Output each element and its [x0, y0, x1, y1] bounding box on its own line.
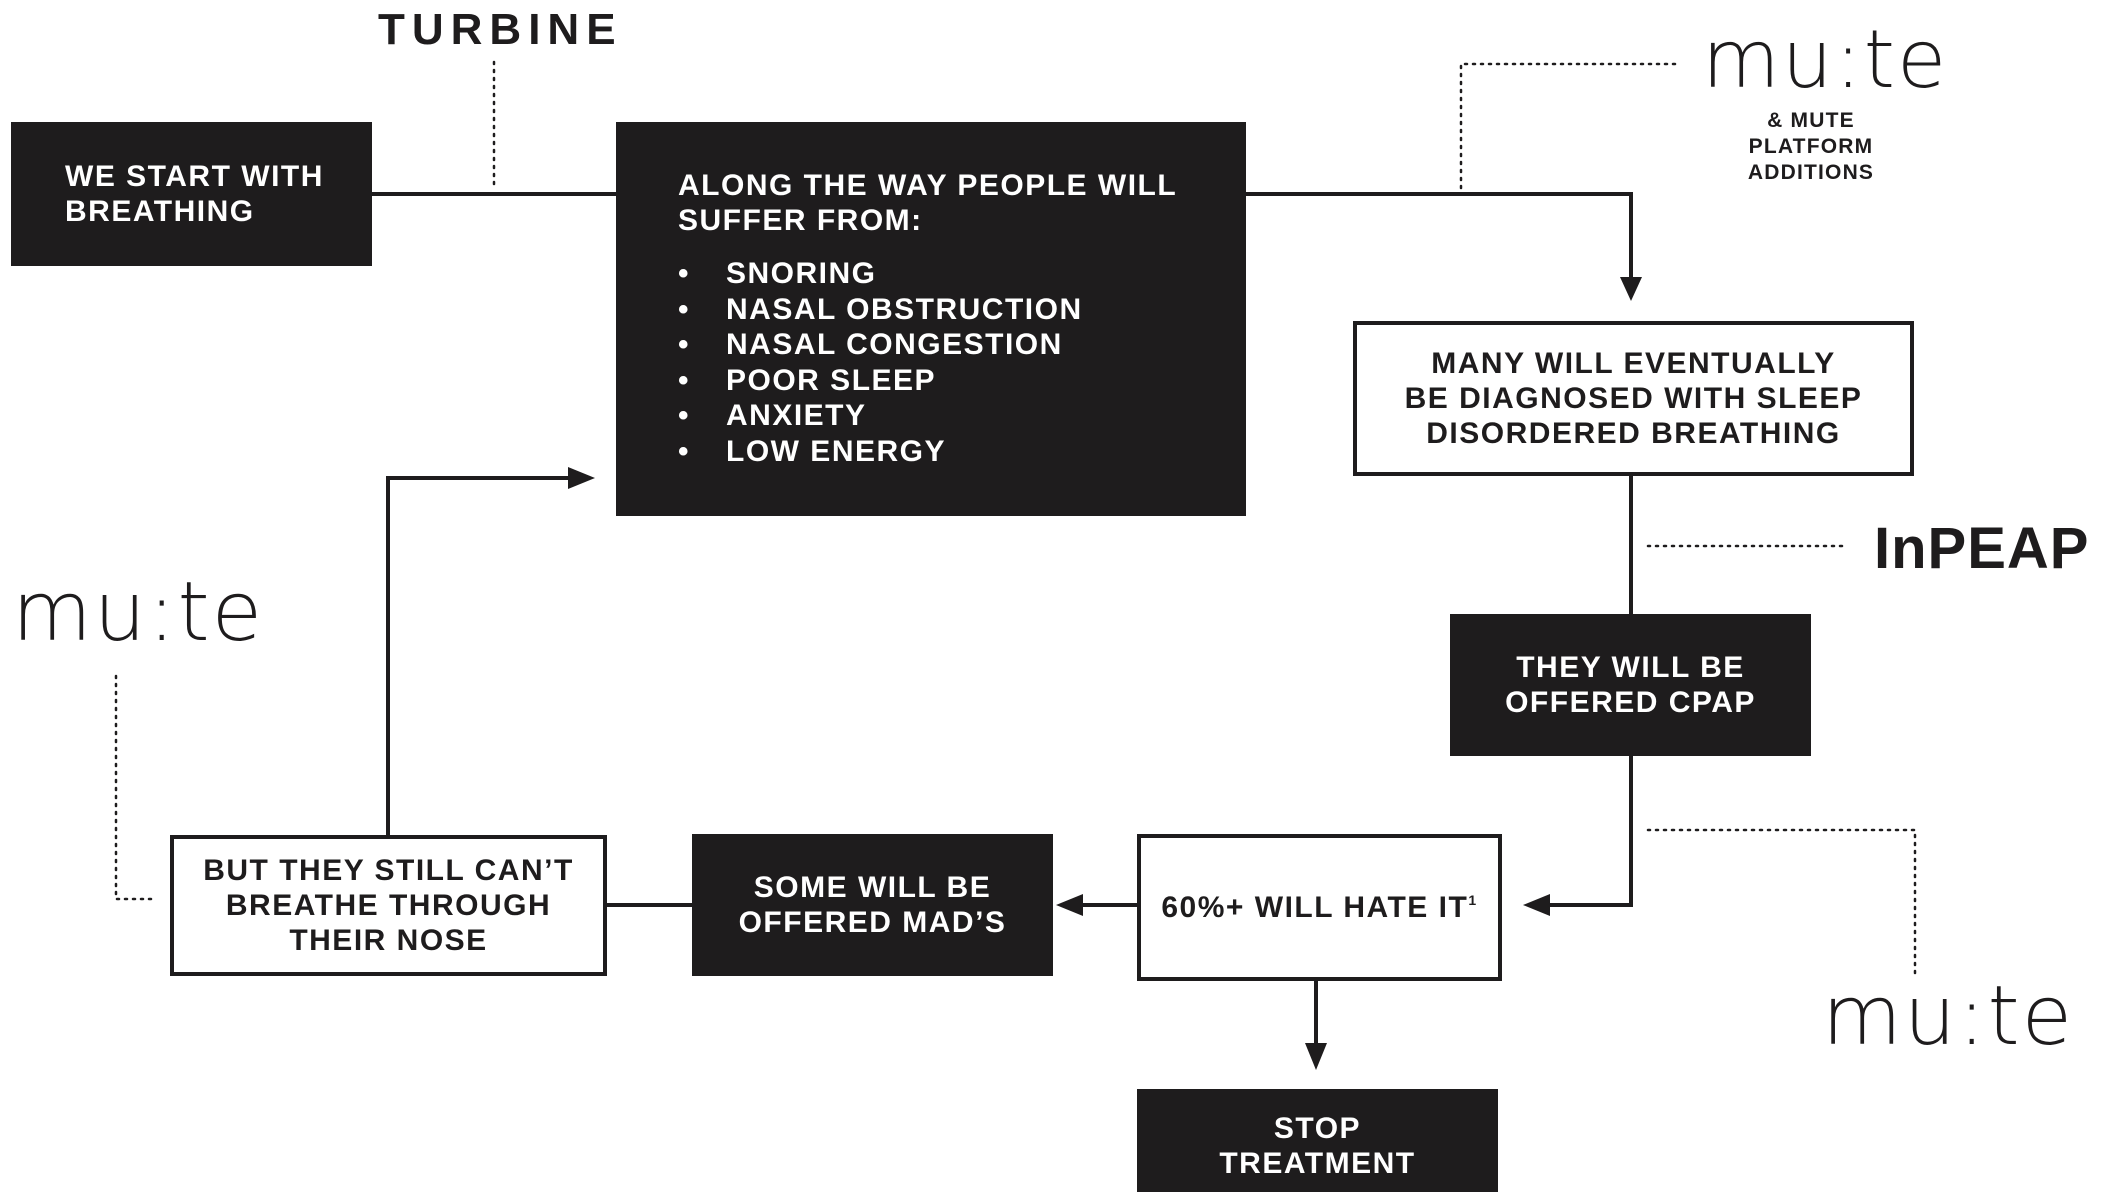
box-text-line: THEIR NOSE: [289, 924, 488, 957]
box-suffer-from: ALONG THE WAY PEOPLE WILL SUFFER FROM: S…: [616, 122, 1246, 516]
mute-platform-note-line: ADDITIONS: [1747, 161, 1875, 184]
box-text-line: DISORDERED BREATHING: [1426, 417, 1841, 450]
mute-platform-logo: mu:te & MUTE PLATFORM ADDITIONS: [1702, 13, 1949, 186]
box-text-line: THEY WILL BE: [1516, 651, 1745, 684]
mute-platform-note-line: & MUTE PLATFORM: [1748, 109, 1874, 158]
box-text-line: STOP: [1273, 1112, 1362, 1145]
mute-logo-right: mu:te: [1822, 976, 2074, 1058]
box-text-line: BE DIAGNOSED WITH SLEEP: [1404, 382, 1863, 415]
symptom-item: LOW ENERGY: [678, 434, 1246, 470]
arrowhead-down: [1620, 277, 1642, 301]
dotted-leader-mute-platform: [1459, 62, 1678, 190]
mute-wordmark: mu:te: [12, 565, 265, 660]
hate-text: 60%+ WILL HATE IT: [1161, 891, 1469, 924]
arrowhead-left: [1523, 894, 1550, 916]
footnote-marker: 1: [1468, 892, 1478, 908]
mute-wordmark: mu:te: [1702, 13, 1949, 106]
box-text-line: 60%+ WILL HATE IT1: [1161, 890, 1477, 925]
connector-suffer-to-diagnosed: [1246, 192, 1633, 290]
box-text-line: BREATHE THROUGH: [225, 889, 552, 922]
mute-logo-left: mu:te: [12, 572, 264, 654]
box-text-line: OFFERED CPAP: [1505, 686, 1756, 719]
box-text-line: BUT THEY STILL CAN’T: [203, 854, 574, 887]
box-text-line: OFFERED MAD’S: [738, 906, 1007, 939]
arrowhead-right: [568, 467, 595, 489]
mute-wordmark: mu:te: [1822, 969, 2075, 1064]
box-offered-cpap: THEY WILL BE OFFERED CPAP: [1450, 614, 1811, 756]
connector-nose-to-suffer: [386, 476, 570, 835]
box-text-line: BREATHING: [65, 195, 255, 228]
box-still-cant-breathe: BUT THEY STILL CAN’T BREATHE THROUGH THE…: [170, 835, 607, 976]
box-heading-line: SUFFER FROM:: [678, 204, 923, 237]
symptom-item: ANXIETY: [678, 398, 1246, 434]
inpeap-label: InPEAP: [1874, 516, 2090, 581]
box-diagnosed-sdb: MANY WILL EVENTUALLY BE DIAGNOSED WITH S…: [1353, 321, 1914, 476]
arrowhead-down: [1305, 1043, 1327, 1070]
box-text-line: WE START WITH: [65, 160, 324, 193]
symptom-item: NASAL CONGESTION: [678, 327, 1246, 363]
connector-cpap-to-hate: [1535, 756, 1633, 907]
box-text-line: SOME WILL BE: [753, 871, 992, 904]
arrowhead-left: [1056, 894, 1083, 916]
symptom-item: NASAL OBSTRUCTION: [678, 292, 1246, 328]
box-stop-treatment: STOP TREATMENT: [1137, 1089, 1498, 1192]
box-hate-it: 60%+ WILL HATE IT1: [1137, 834, 1502, 981]
dotted-leader-mute-right: [1646, 828, 1917, 978]
symptom-item: POOR SLEEP: [678, 363, 1246, 399]
box-heading-line: ALONG THE WAY PEOPLE WILL: [678, 169, 1178, 202]
dotted-leader-mute-left: [114, 674, 154, 901]
symptom-list: SNORING NASAL OBSTRUCTION NASAL CONGESTI…: [678, 256, 1246, 469]
box-start-breathing: WE START WITH BREATHING: [11, 122, 372, 266]
box-offered-mads: SOME WILL BE OFFERED MAD’S: [692, 834, 1053, 976]
box-text-line: MANY WILL EVENTUALLY: [1431, 347, 1836, 380]
symptom-item: SNORING: [678, 256, 1246, 292]
turbine-label: TURBINE: [378, 5, 623, 54]
box-text-line: TREATMENT: [1219, 1147, 1416, 1180]
